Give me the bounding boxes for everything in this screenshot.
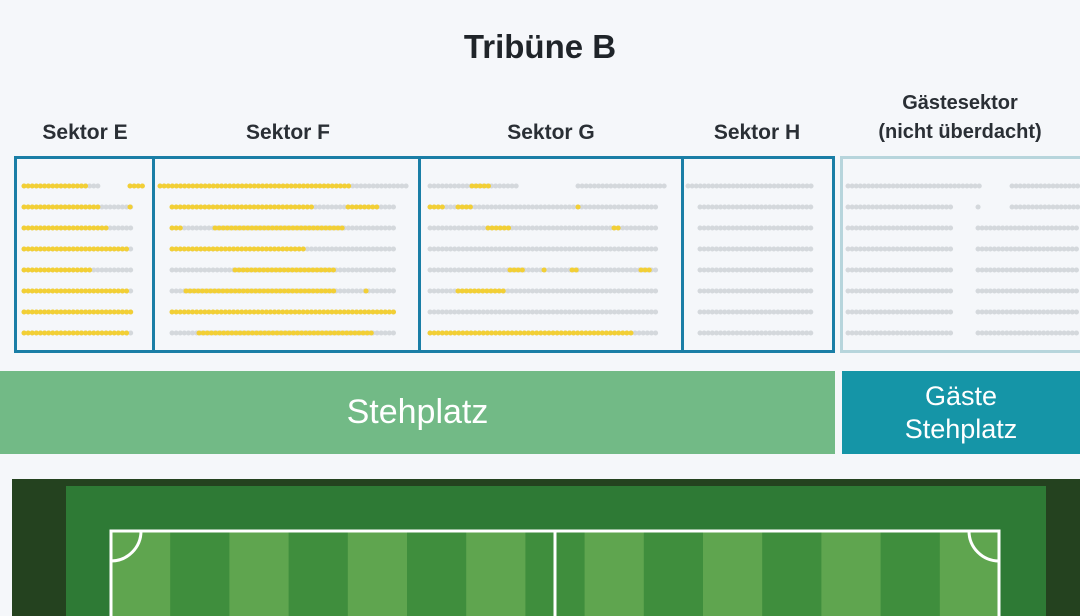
pitch-stripe xyxy=(939,531,1000,616)
pitch-stripe xyxy=(229,531,290,616)
pitch-stripe xyxy=(880,531,941,616)
home-standing-label: Stehplatz xyxy=(346,393,489,431)
home-standing-area[interactable]: Stehplatz xyxy=(0,371,835,454)
sector-label-e: Sektor E xyxy=(42,121,128,144)
pitch-stripe xyxy=(407,531,467,616)
pitch-surround xyxy=(12,479,1080,616)
corner-arc-left xyxy=(110,530,143,563)
sector-label-h: Sektor H xyxy=(713,121,801,144)
pitch xyxy=(66,486,1046,616)
guest-standing-line2: Stehplatz xyxy=(904,413,1018,444)
sector-f[interactable] xyxy=(152,156,421,353)
pitch-stripe xyxy=(821,531,882,616)
sector-label-f: Sektor F xyxy=(245,121,331,144)
sector-h[interactable] xyxy=(681,156,835,353)
guest-standing-area[interactable]: Gäste Stehplatz xyxy=(842,371,1080,454)
pitch-stripe xyxy=(643,531,704,616)
guest-sector-note: (nicht überdacht) xyxy=(878,121,1042,143)
pitch-stripe xyxy=(584,531,645,616)
pitch-stripe xyxy=(111,531,171,616)
corner-arc-right xyxy=(967,530,1000,563)
pitch-stripe xyxy=(762,531,822,616)
pitch-stripe xyxy=(466,531,526,616)
guest-standing-line1: Gäste xyxy=(924,380,998,411)
sector-label-g: Sektor G xyxy=(507,121,595,144)
pitch-stripe xyxy=(288,531,349,616)
stand-title: Tribüne B xyxy=(463,28,617,65)
pitch-stripe xyxy=(703,531,763,616)
guest-standing-label: Gäste Stehplatz xyxy=(905,380,1018,446)
pitch-markings xyxy=(109,529,1001,616)
guest-sector-name: Gästesektor xyxy=(902,92,1018,114)
pitch-stripe xyxy=(347,531,408,616)
pitch-stripe xyxy=(170,531,230,616)
sector-guest[interactable] xyxy=(840,156,1080,353)
sector-label-guest: Gästesektor (nicht überdacht) xyxy=(840,89,1080,147)
sector-g[interactable] xyxy=(418,156,684,353)
